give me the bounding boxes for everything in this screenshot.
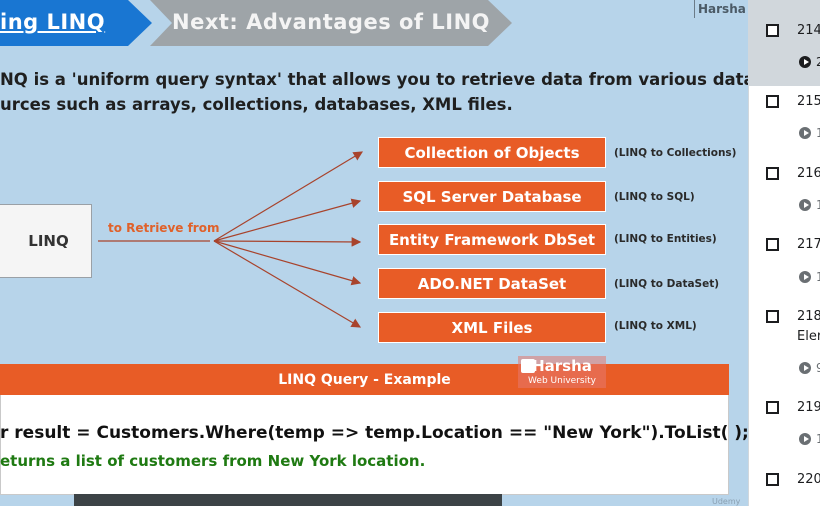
code-line: r result = Customers.Where(temp => temp.… (0, 423, 748, 443)
arrow-to-dataset (213, 240, 362, 286)
target-note-collections: (LINQ to Collections) (614, 147, 737, 159)
example-header: LINQ Query - Example (0, 364, 729, 395)
lecture-checkbox[interactable] (766, 95, 779, 108)
lecture-duration: 9 (816, 361, 820, 375)
target-note-dataset: (LINQ to DataSet) (614, 278, 720, 290)
slide-nav-chevrons (0, 0, 512, 46)
author-divider (694, 0, 695, 18)
arrow-to-sql (213, 198, 362, 242)
lecture-item[interactable]: 218. Eler 9 (749, 302, 820, 392)
target-entity-framework-dbset: Entity Framework DbSet (378, 224, 606, 255)
lecture-item[interactable]: 220 (749, 464, 820, 506)
lecture-title-line-2: Eler (797, 329, 820, 344)
lecture-checkbox[interactable] (766, 401, 779, 414)
play-icon (799, 56, 811, 68)
intro-text-line-2: urces such as arrays, collections, datab… (0, 95, 513, 114)
lecture-duration: 2 (816, 55, 820, 69)
lecture-duration: 1 (816, 432, 820, 446)
arrow-to-collections (213, 151, 364, 242)
lecture-duration: 1 (816, 270, 820, 284)
author-name: Harsha (698, 2, 746, 16)
current-topic-tab: ing LINQ (0, 10, 106, 34)
caption-overlay-strip (74, 494, 502, 506)
lecture-duration: 1 (816, 198, 820, 212)
watermark-subtitle: Web University (528, 376, 596, 386)
target-note-sql: (LINQ to SQL) (614, 191, 695, 203)
play-icon (799, 362, 811, 374)
watermark-title: Harsha (532, 357, 592, 375)
play-icon (799, 199, 811, 211)
target-note-entities: (LINQ to Entities) (614, 233, 717, 245)
target-note-xml: (LINQ to XML) (614, 320, 697, 332)
course-content-sidebar: 214. 2 215. 1 216. 1 217. 1 218. Eler 9 … (748, 0, 820, 506)
lecture-checkbox[interactable] (766, 24, 779, 37)
target-sql-server-database: SQL Server Database (378, 181, 606, 212)
lecture-title: 219. (797, 400, 820, 415)
lecture-title: 216. (797, 166, 820, 181)
lecture-title: 215. (797, 94, 820, 109)
target-collection-of-objects: Collection of Objects (378, 137, 606, 168)
lecture-checkbox[interactable] (766, 167, 779, 180)
current-tab-shape (0, 0, 152, 46)
lecture-item[interactable]: 217. 1 (749, 230, 820, 302)
prev-tab-shape (150, 0, 512, 46)
platform-mark: Udemy (712, 497, 741, 506)
lecture-checkbox[interactable] (766, 238, 779, 251)
lecture-checkbox[interactable] (766, 310, 779, 323)
target-adonet-dataset: ADO.NET DataSet (378, 268, 606, 299)
lecture-item[interactable]: 214. 2 (749, 0, 820, 86)
lecture-title: 217. (797, 237, 820, 252)
retrieve-label: to Retrieve from (108, 221, 220, 235)
example-body (0, 395, 729, 495)
code-comment: eturns a list of customers from New York… (0, 452, 426, 470)
intro-text-line-1: NQ is a 'uniform query syntax' that allo… (0, 70, 748, 89)
watermark-logo-icon (521, 359, 535, 373)
lecture-item[interactable]: 219. 1 (749, 392, 820, 464)
lecture-duration: 1 (816, 126, 820, 140)
lecture-item[interactable]: 215. 1 (749, 86, 820, 158)
arrow-to-xml (213, 240, 362, 328)
next-topic-tab: Next: Advantages of LINQ (172, 10, 490, 34)
play-icon (799, 127, 811, 139)
target-xml-files: XML Files (378, 312, 606, 343)
arrow-to-entities (213, 237, 362, 247)
lecture-title: 214. (797, 23, 820, 38)
lecture-title: 218. (797, 309, 820, 324)
lecture-checkbox[interactable] (766, 473, 779, 486)
watermark-logo: Harsha Web University (518, 356, 606, 388)
play-icon (799, 433, 811, 445)
lecture-item[interactable]: 216. 1 (749, 158, 820, 230)
lecture-video-slide[interactable]: ing LINQ Next: Advantages of LINQ Harsha… (0, 0, 748, 506)
lecture-title: 220 (797, 472, 820, 487)
play-icon (799, 271, 811, 283)
arrow-diagram (98, 151, 364, 328)
linq-source-box: LINQ (0, 204, 92, 278)
